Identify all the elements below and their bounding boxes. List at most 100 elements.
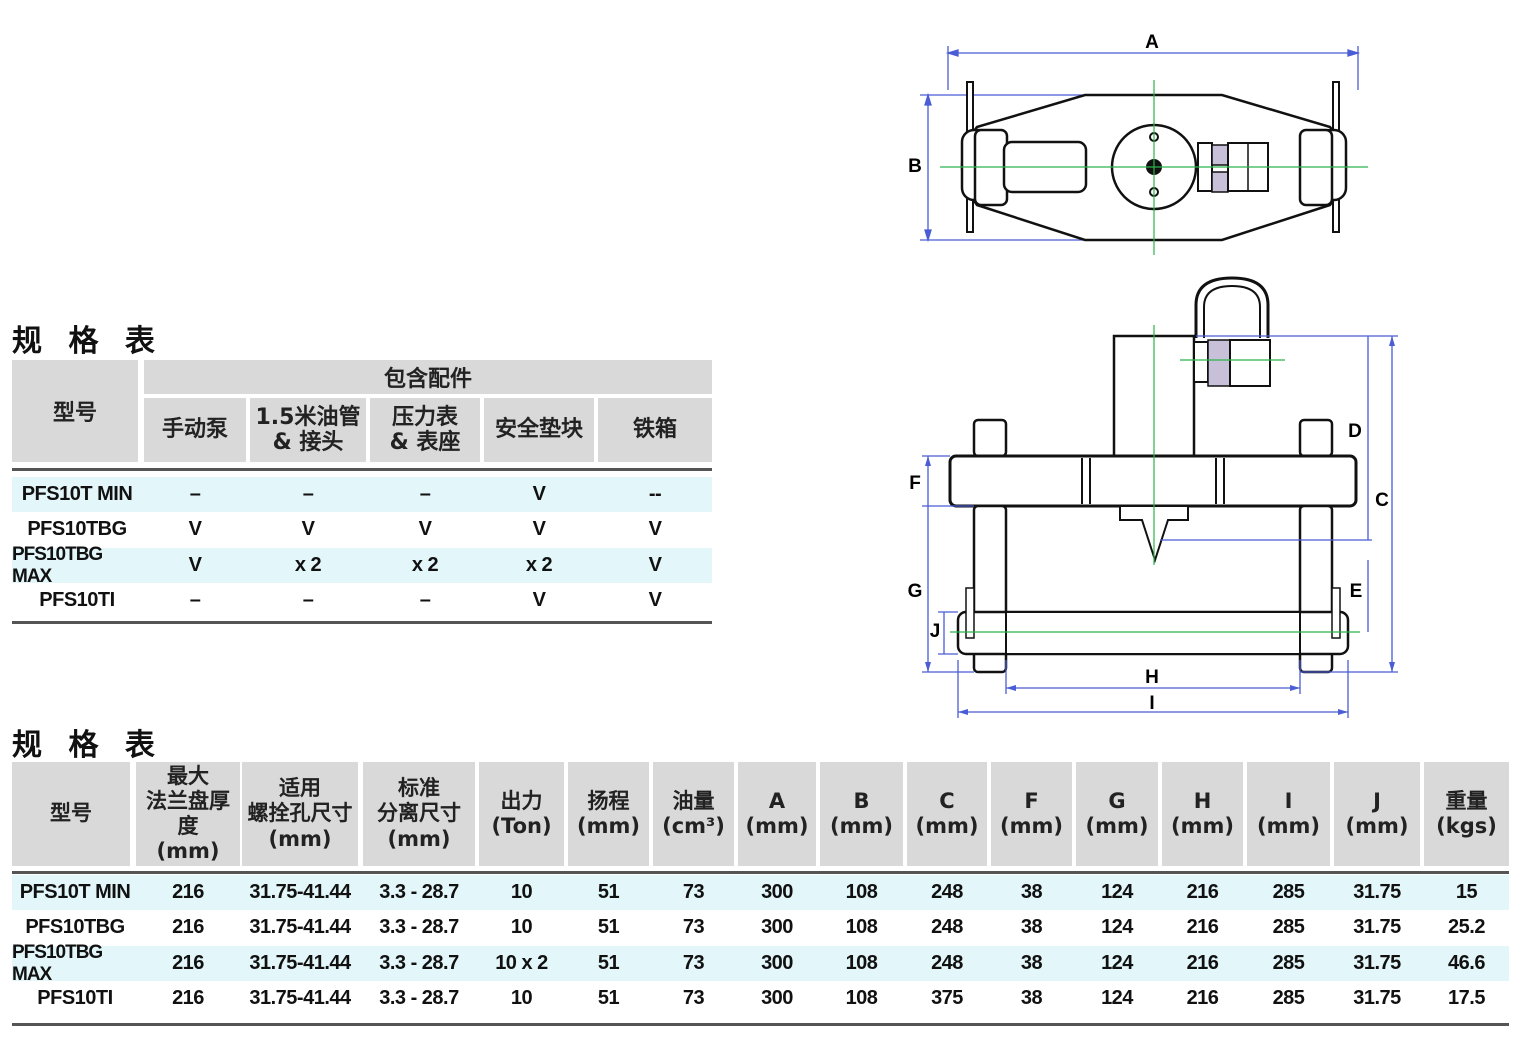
value-cell: 248 bbox=[931, 881, 963, 903]
value-cell: 285 bbox=[1272, 881, 1305, 903]
value-cell: V bbox=[648, 589, 662, 611]
value-cell: 73 bbox=[682, 881, 705, 903]
value-cell: 31.75 bbox=[1353, 952, 1401, 974]
value-cell: 285 bbox=[1272, 952, 1305, 974]
value-cell: – bbox=[189, 483, 201, 505]
value-cell: V bbox=[418, 518, 432, 540]
value-cell: 108 bbox=[845, 987, 878, 1009]
value-cell: – bbox=[302, 589, 314, 611]
value-cell: V bbox=[301, 518, 315, 540]
value-cell: x 2 bbox=[411, 554, 439, 576]
spec-col-header: 适用 螺拴孔尺寸 (mm) bbox=[242, 762, 358, 866]
spec-col-header: G (mm) bbox=[1076, 762, 1158, 866]
value-cell: 300 bbox=[761, 952, 793, 974]
value-cell: V bbox=[648, 518, 662, 540]
dim-label-g: G bbox=[908, 581, 923, 602]
value-cell: 216 bbox=[1186, 952, 1219, 974]
value-cell: V bbox=[188, 518, 202, 540]
dim-label-e: E bbox=[1350, 581, 1363, 602]
dim-label-i: I bbox=[1149, 693, 1154, 714]
value-cell: x 2 bbox=[294, 554, 322, 576]
value-cell: – bbox=[189, 589, 201, 611]
spec-col-header: 重量 (kgs) bbox=[1424, 762, 1509, 866]
value-cell: 216 bbox=[1186, 987, 1219, 1009]
spec-col-header: F (mm) bbox=[991, 762, 1072, 866]
value-cell: 38 bbox=[1020, 916, 1043, 938]
value-cell: 285 bbox=[1272, 916, 1305, 938]
model-cell: PFS10T MIN bbox=[21, 483, 133, 505]
value-cell: – bbox=[419, 483, 431, 505]
value-cell: 375 bbox=[931, 987, 963, 1009]
dim-label-b: B bbox=[908, 156, 922, 177]
value-cell: V bbox=[532, 518, 546, 540]
value-cell: 216 bbox=[172, 987, 204, 1009]
value-cell: 51 bbox=[597, 881, 620, 903]
model-cell: PFS10TBG bbox=[27, 518, 127, 540]
value-cell: 285 bbox=[1272, 987, 1305, 1009]
model-cell: PFS10TBG MAX bbox=[12, 543, 103, 587]
accessory-table: 型号 包含配件 手动泵 1.5米油管 & 接头 压力表 & 表座 安全垫块 铁箱… bbox=[12, 360, 712, 624]
dim-label-c: C bbox=[1375, 490, 1389, 511]
value-cell: 73 bbox=[682, 916, 705, 938]
value-cell: V bbox=[648, 554, 662, 576]
value-cell: 216 bbox=[172, 952, 204, 974]
model-cell: PFS10TBG bbox=[25, 916, 125, 938]
spec-col-header: 扬程 (mm) bbox=[568, 762, 649, 866]
value-cell: -- bbox=[648, 483, 662, 505]
dim-label-f: F bbox=[909, 473, 921, 494]
value-cell: 15 bbox=[1455, 881, 1478, 903]
model-cell: PFS10TI bbox=[37, 987, 113, 1009]
value-cell: 124 bbox=[1101, 881, 1133, 903]
spec-col-header: I (mm) bbox=[1247, 762, 1330, 866]
value-cell: V bbox=[188, 554, 202, 576]
dim-label-h: H bbox=[1145, 667, 1159, 688]
value-cell: 10 bbox=[510, 916, 533, 938]
value-cell: 124 bbox=[1101, 916, 1133, 938]
value-cell: V bbox=[532, 483, 546, 505]
value-cell: 46.6 bbox=[1448, 952, 1485, 974]
value-cell: 31.75 bbox=[1353, 916, 1401, 938]
accessory-model-header: 型号 bbox=[12, 360, 138, 462]
dim-label-d: D bbox=[1348, 421, 1362, 442]
front-view-drawing: D C F E G J H I bbox=[908, 276, 1398, 718]
value-cell: 216 bbox=[1186, 916, 1219, 938]
spec-table-title: 规 格 表 bbox=[12, 728, 163, 763]
model-cell: PFS10TBG MAX bbox=[12, 941, 103, 985]
value-cell: 248 bbox=[931, 916, 963, 938]
value-cell: 25.2 bbox=[1448, 916, 1485, 938]
value-cell: 216 bbox=[172, 881, 204, 903]
top-view-drawing: A B bbox=[908, 32, 1368, 255]
value-cell: 10 bbox=[510, 881, 533, 903]
spec-col-header: 最大 法兰盘厚度 (mm) bbox=[136, 762, 240, 866]
value-cell: 216 bbox=[1186, 881, 1219, 903]
value-cell: – bbox=[419, 589, 431, 611]
value-cell: 124 bbox=[1101, 952, 1133, 974]
value-cell: 248 bbox=[931, 952, 963, 974]
spec-col-header: J (mm) bbox=[1334, 762, 1420, 866]
value-cell: x 2 bbox=[525, 554, 553, 576]
value-cell: 51 bbox=[597, 952, 620, 974]
value-cell: 3.3 - 28.7 bbox=[379, 881, 459, 903]
table-row: PFS10TBG MAX V x 2 x 2 x 2 V bbox=[12, 543, 712, 587]
spec-col-header: 出力 (Ton) bbox=[479, 762, 564, 866]
table-row: PFS10TI – – – V V bbox=[12, 583, 712, 618]
accessory-group-header: 包含配件 bbox=[144, 360, 712, 394]
value-cell: 31.75-41.44 bbox=[249, 881, 351, 903]
value-cell: 38 bbox=[1020, 952, 1043, 974]
value-cell: 38 bbox=[1020, 881, 1043, 903]
value-cell: 31.75-41.44 bbox=[249, 987, 351, 1009]
value-cell: 51 bbox=[597, 916, 620, 938]
value-cell: 124 bbox=[1101, 987, 1133, 1009]
value-cell: – bbox=[302, 483, 314, 505]
value-cell: V bbox=[532, 589, 546, 611]
accessory-col-header: 铁箱 bbox=[598, 398, 712, 462]
accessory-col-header: 1.5米油管 & 接头 bbox=[250, 398, 366, 462]
value-cell: 216 bbox=[172, 916, 204, 938]
spec-table: 型号最大 法兰盘厚度 (mm)适用 螺拴孔尺寸 (mm)标准 分离尺寸 (mm)… bbox=[12, 762, 1509, 1027]
spec-col-header: A (mm) bbox=[738, 762, 816, 866]
spec-col-header: 型号 bbox=[12, 762, 130, 866]
spec-col-header: C (mm) bbox=[907, 762, 987, 866]
table-row: PFS10TBG V V V V V bbox=[12, 512, 712, 547]
